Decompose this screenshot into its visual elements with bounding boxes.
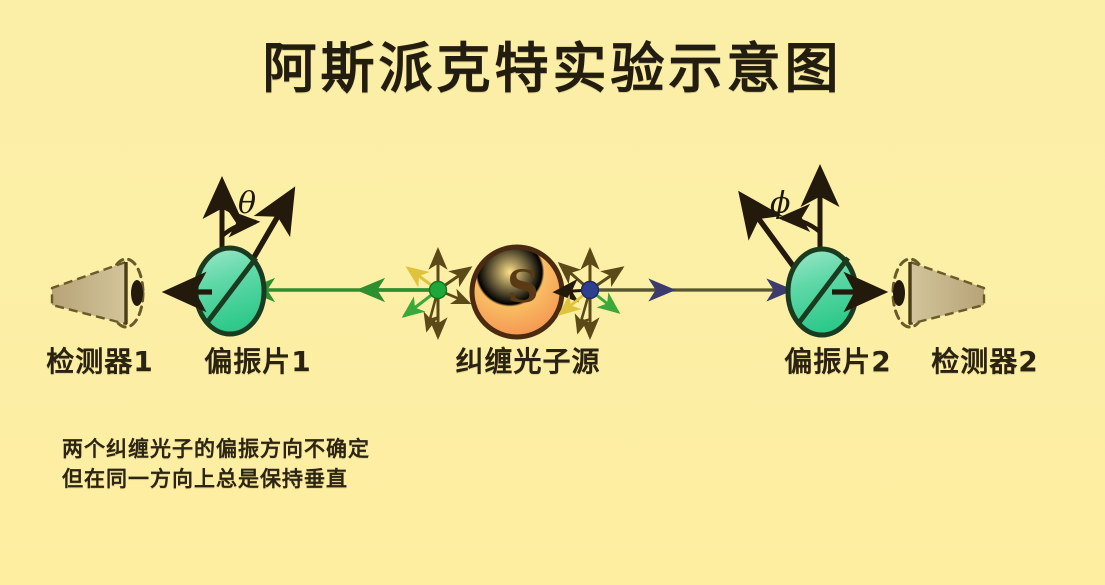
label-entangled-photon-source: 纠缠光子源	[455, 345, 601, 378]
source-letter-s: S	[507, 262, 539, 313]
label-detector-2: 检测器2	[931, 345, 1039, 378]
polarizer-2	[738, 164, 889, 338]
polarizer-1	[161, 176, 296, 337]
photon-dot-right	[580, 280, 600, 300]
label-polarizer-2: 偏振片2	[784, 345, 892, 378]
photon-dot-left	[428, 280, 448, 300]
photon-starburst-right	[552, 246, 625, 341]
angle-arc-phi	[777, 203, 822, 234]
label-polarizer-1: 偏振片1	[204, 345, 312, 378]
angle-arc-theta	[220, 209, 261, 238]
page-title: 阿斯派克特实验示意图	[262, 37, 843, 100]
detector-1-horn	[50, 257, 145, 329]
caption-line-1: 两个纠缠光子的偏振方向不确定	[62, 437, 370, 461]
label-detector-1: 检测器1	[46, 345, 154, 378]
photon-starburst-left	[401, 246, 473, 341]
detector-2-horn	[891, 257, 986, 329]
theta-symbol: θ	[238, 186, 257, 221]
phi-symbol: ϕ	[770, 186, 791, 221]
caption-line-2: 但在同一方向上总是保持垂直	[62, 467, 348, 491]
